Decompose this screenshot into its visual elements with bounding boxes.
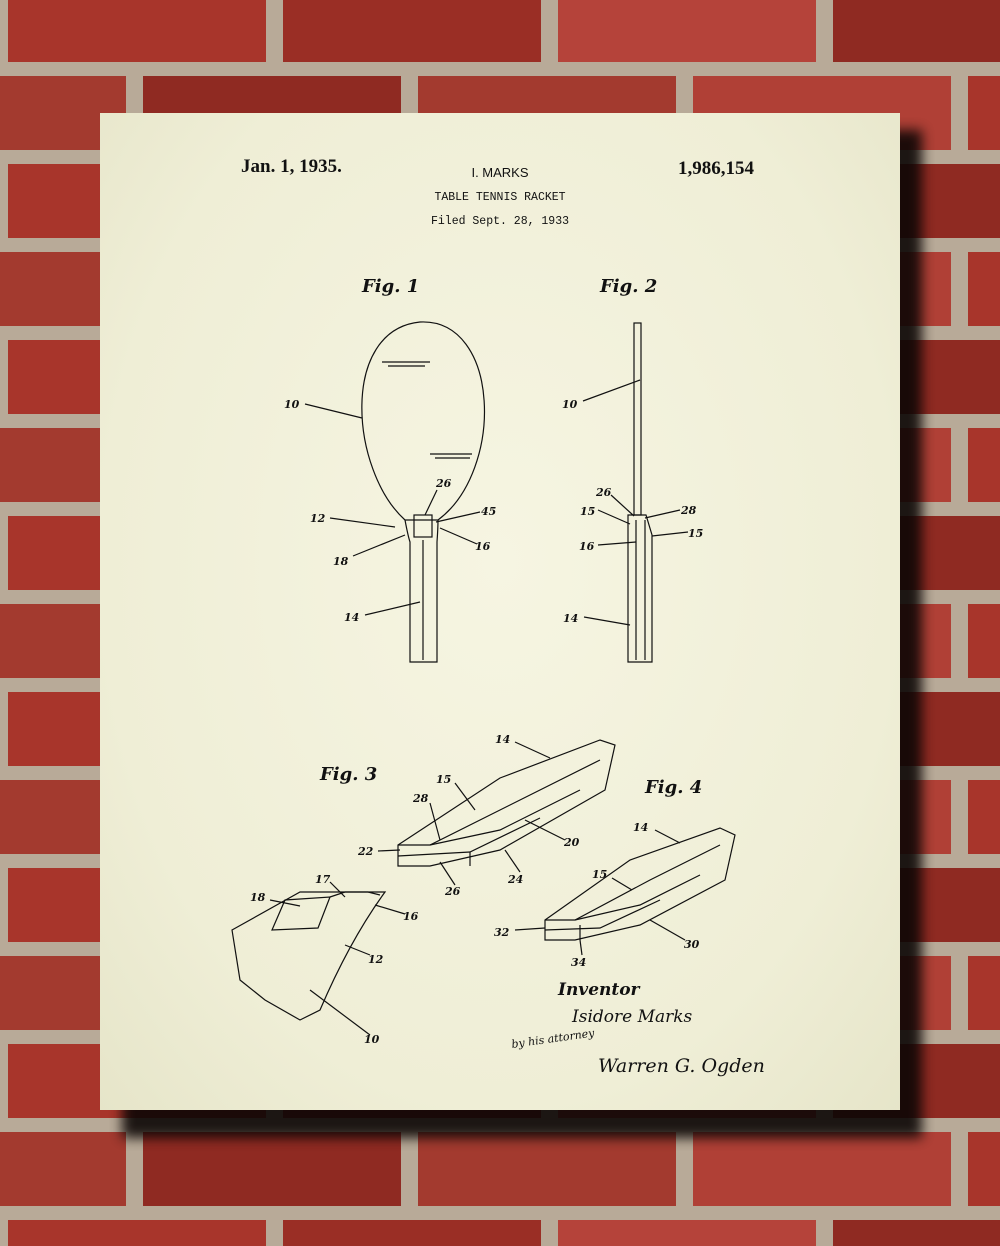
fig3-label: 14 xyxy=(495,733,510,746)
fig3-label: 28 xyxy=(412,792,429,805)
brick xyxy=(283,1220,541,1246)
fig2-label: 15 xyxy=(688,527,703,540)
fig3-label: 12 xyxy=(368,953,384,966)
brick xyxy=(693,1132,951,1206)
fig4-label: 34 xyxy=(571,956,586,969)
brick xyxy=(418,1132,676,1206)
brick xyxy=(8,1220,266,1246)
fig3-label: 15 xyxy=(436,773,451,786)
fig3-label: 18 xyxy=(250,891,266,904)
brick xyxy=(0,1132,126,1206)
fig4-label: 14 xyxy=(633,821,648,834)
inventor-signature: Isidore Marks xyxy=(571,1007,693,1027)
brick xyxy=(283,0,541,62)
fig4-label: 30 xyxy=(684,938,700,951)
brick xyxy=(833,1220,1000,1246)
attorney-note: by his attorney xyxy=(511,1026,596,1051)
brick xyxy=(968,956,1000,1030)
signature-block: Inventor Isidore Marks by his attorney W… xyxy=(511,980,765,1077)
fig1-label: 16 xyxy=(475,540,491,553)
filed-date: Filed Sept. 28, 1933 xyxy=(430,215,570,228)
fig1-label: 18 xyxy=(333,555,349,568)
fig1-label: 12 xyxy=(310,512,326,525)
fig2-label: 26 xyxy=(595,486,612,499)
fig2-title: Fig. 2 xyxy=(599,276,657,297)
fig4-title: Fig. 4 xyxy=(644,777,702,798)
fig3-label: 24 xyxy=(507,873,523,886)
fig3-label: 17 xyxy=(315,873,331,886)
fig2-label: 10 xyxy=(562,398,578,411)
fig3-label: 16 xyxy=(403,910,419,923)
brick xyxy=(558,1220,816,1246)
brick xyxy=(8,0,266,62)
fig2-label: 28 xyxy=(680,504,697,517)
fig1-label: 26 xyxy=(435,477,452,490)
blade-edge xyxy=(633,322,642,516)
fig4-label: 15 xyxy=(592,868,607,881)
fig1-label: 10 xyxy=(284,398,300,411)
fig2-label: 16 xyxy=(579,540,595,553)
fig3-label: 22 xyxy=(357,845,374,858)
fig2-label: 15 xyxy=(580,505,595,518)
fig3-label: 26 xyxy=(444,885,461,898)
fig2-label: 14 xyxy=(563,612,578,625)
patent-title: TABLE TENNIS RACKET xyxy=(434,191,566,204)
figure-1: Fig. 1 10 26 45 12 16 18 14 xyxy=(284,276,496,663)
figure-4: Fig. 4 14 15 32 30 34 xyxy=(494,777,736,969)
fig3-title: Fig. 3 xyxy=(319,764,377,785)
patent-number: 1,986,154 xyxy=(678,158,754,179)
brick xyxy=(143,1132,401,1206)
attorney-signature: Warren G. Ogden xyxy=(598,1055,765,1077)
handle-section-alt xyxy=(544,827,736,941)
handle-section xyxy=(397,739,616,867)
patent-date: Jan. 1, 1935. xyxy=(241,156,342,177)
fig4-label: 32 xyxy=(494,926,510,939)
brick xyxy=(968,252,1000,326)
brick xyxy=(968,780,1000,854)
patent-poster: Jan. 1, 1935. I. MARKS 1,986,154 TABLE T… xyxy=(100,113,900,1110)
brick xyxy=(968,604,1000,678)
brick xyxy=(968,428,1000,502)
brick xyxy=(968,76,1000,150)
racket-blade xyxy=(361,321,486,521)
fig1-label: 45 xyxy=(481,505,496,518)
figure-3: Fig. 3 14 15 28 22 20 24 26 18 17 16 12 … xyxy=(231,733,616,1046)
brick xyxy=(833,0,1000,62)
blade-fragment xyxy=(231,891,387,1021)
handle-side xyxy=(627,514,653,663)
inventor-label: Inventor xyxy=(557,980,641,1000)
fig1-title: Fig. 1 xyxy=(361,276,419,297)
racket-handle xyxy=(404,519,439,663)
brick xyxy=(558,0,816,62)
fig1-label: 14 xyxy=(344,611,359,624)
brick xyxy=(968,1132,1000,1206)
figure-2: Fig. 2 10 26 28 15 16 15 14 xyxy=(562,276,703,663)
fig3-label: 20 xyxy=(563,836,580,849)
fig3-label: 10 xyxy=(364,1033,380,1046)
inventor-name: I. MARKS xyxy=(471,165,529,180)
